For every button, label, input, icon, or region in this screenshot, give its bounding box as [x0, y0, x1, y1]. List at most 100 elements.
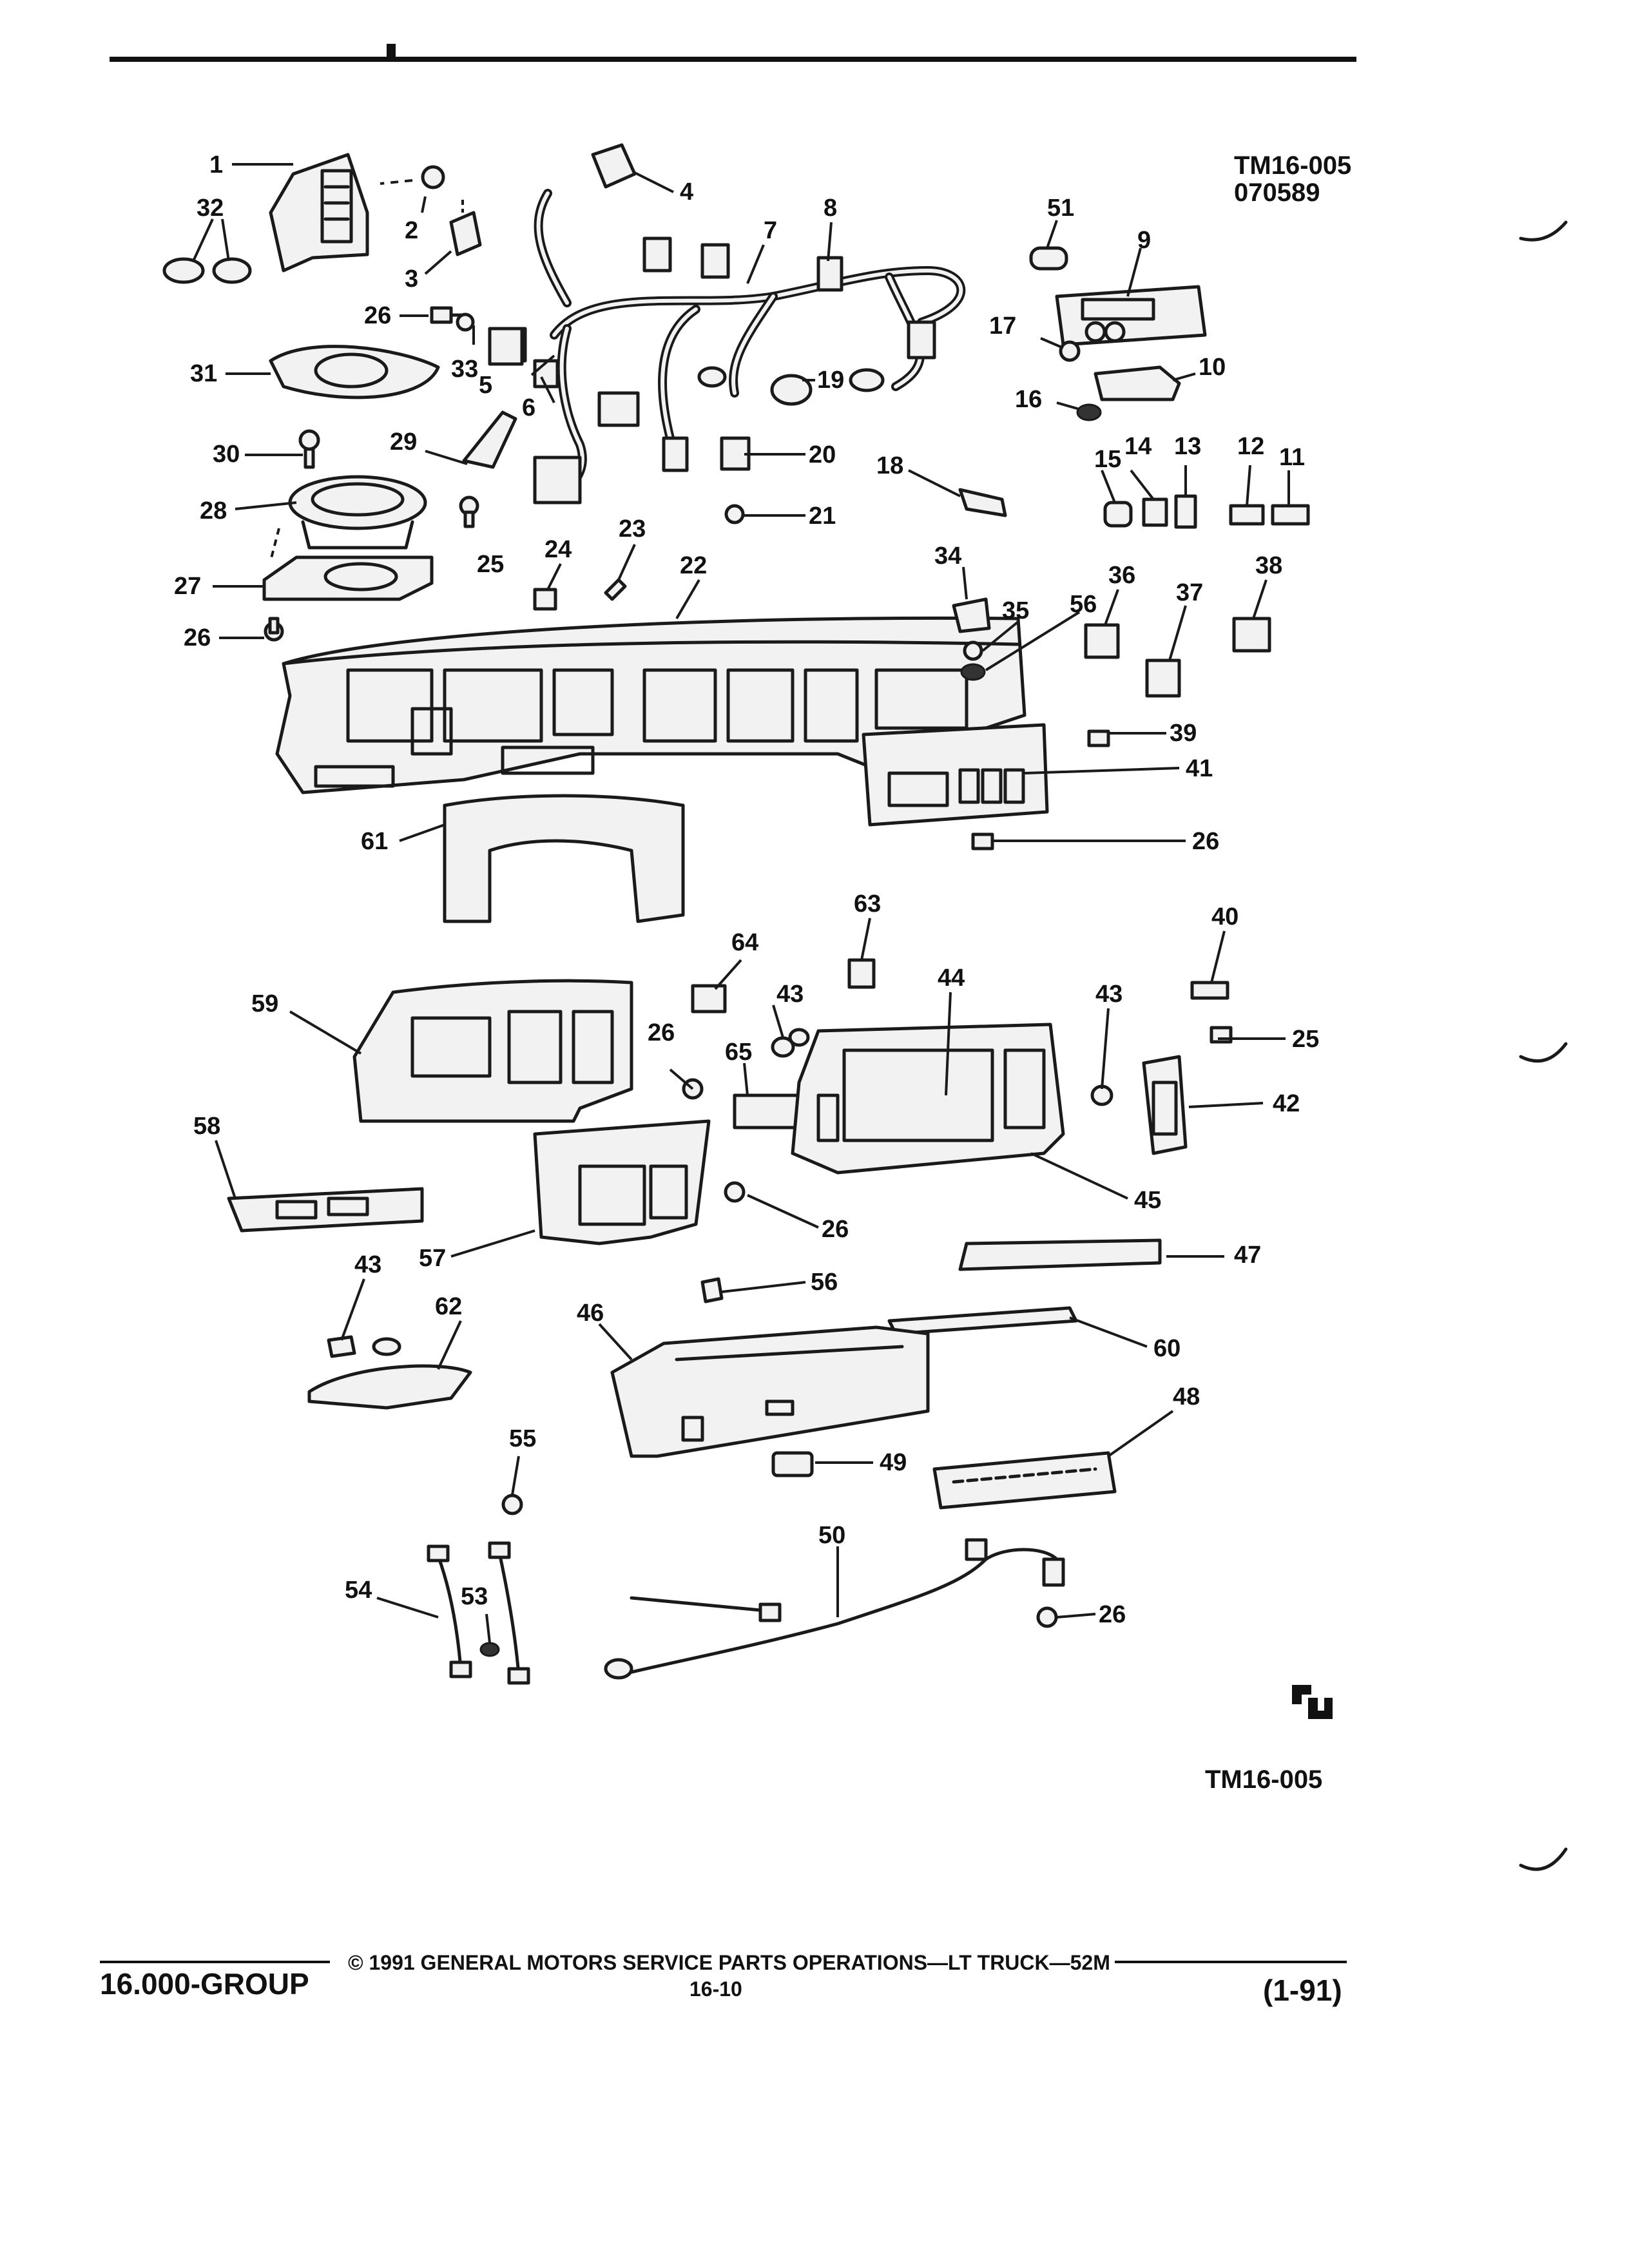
part-48-louver	[932, 1451, 1117, 1510]
callout-33: 33	[451, 356, 478, 383]
footer-revision: (1-91)	[1263, 1974, 1342, 2007]
part-32-clips	[162, 257, 252, 284]
part-59-cluster-housing	[352, 979, 633, 1123]
callout-39: 39	[1170, 720, 1197, 747]
footer-group: 16.000-GROUP	[100, 1967, 309, 2001]
callout-19: 19	[817, 367, 844, 394]
part-61-frame	[443, 794, 685, 923]
part-43-clip	[771, 1036, 795, 1058]
part-53-brace	[479, 1541, 530, 1685]
figure-code-bottom: TM16-005	[1205, 1765, 1322, 1794]
part-49-latch	[771, 1451, 814, 1477]
part-11-socket	[1271, 504, 1310, 526]
callout-34: 34	[934, 543, 961, 570]
callout-57: 57	[419, 1245, 446, 1272]
part-2-screw	[380, 165, 445, 189]
callout-15: 15	[1094, 446, 1121, 473]
callout-56: 56	[811, 1269, 838, 1296]
part-56-clip	[700, 1277, 724, 1303]
callout-16: 16	[1015, 386, 1042, 413]
gm-logo-icon	[1292, 1685, 1333, 1719]
callout-55: 55	[509, 1425, 536, 1452]
part-12-bulb	[1229, 504, 1265, 526]
callout-27: 27	[174, 573, 201, 600]
part-47-trim	[958, 1238, 1162, 1271]
callout-10: 10	[1199, 354, 1226, 381]
callout-2: 2	[405, 217, 418, 244]
part-26-screw	[724, 1181, 746, 1203]
part-29-bracket	[462, 410, 517, 469]
callout-51: 51	[1047, 195, 1074, 222]
part-57-lower-bezel	[533, 1119, 711, 1245]
part-26-screw	[264, 617, 284, 642]
callout-47: 47	[1234, 1242, 1261, 1269]
part-26-screw	[971, 832, 994, 850]
callout-64: 64	[731, 929, 758, 956]
part-43-clip	[372, 1337, 401, 1356]
callout-61: 61	[361, 828, 388, 855]
callout-58: 58	[193, 1113, 220, 1140]
callout-4: 4	[680, 178, 693, 206]
part-60-strip	[887, 1306, 1078, 1336]
part-36-switch	[1084, 623, 1120, 659]
callout-43: 43	[1095, 981, 1123, 1008]
part-28-speaker	[288, 475, 427, 550]
callout-26: 26	[822, 1216, 849, 1243]
part-21-screw	[724, 504, 745, 524]
part-35-screw	[963, 640, 983, 661]
part-6-connector	[533, 359, 559, 389]
part-42-switch-module	[1142, 1055, 1188, 1155]
callout-38: 38	[1255, 552, 1282, 579]
callout-23: 23	[619, 515, 646, 543]
part-34-bracket	[952, 597, 991, 633]
callout-21: 21	[809, 503, 836, 530]
figure-code-top: TM16-005	[1234, 151, 1351, 180]
part-33-screw	[456, 312, 475, 332]
callout-3: 3	[405, 265, 418, 293]
callout-48: 48	[1173, 1383, 1200, 1410]
part-31-speaker-grille	[269, 345, 440, 399]
callout-43: 43	[776, 981, 804, 1008]
part-10-bracket	[1094, 365, 1181, 401]
callout-25: 25	[477, 551, 504, 578]
binder-mark	[1519, 1847, 1568, 1871]
part-7-wiring-harness	[497, 189, 966, 505]
part-24-clip	[533, 588, 557, 611]
part-4-connector	[591, 143, 637, 189]
callout-43: 43	[354, 1251, 381, 1278]
page-footer: 16.000-GROUP © 1991 GENERAL MOTORS SERVI…	[100, 1951, 1347, 2007]
callout-28: 28	[200, 497, 227, 524]
callout-56: 56	[1070, 591, 1097, 618]
part-30-screw	[298, 429, 320, 469]
binder-mark	[1519, 1042, 1568, 1063]
callout-26: 26	[1099, 1601, 1126, 1628]
part-18-sensor	[958, 488, 1007, 517]
callout-50: 50	[818, 1522, 845, 1549]
part-54-brace	[427, 1544, 472, 1678]
callout-11: 11	[1279, 444, 1305, 471]
part-13-switch	[1174, 494, 1197, 529]
part-65-connector	[733, 1093, 807, 1129]
callout-8: 8	[824, 195, 837, 222]
part-58-plate	[227, 1187, 424, 1233]
part-62-cover	[307, 1364, 472, 1410]
part-38-switch	[1232, 617, 1271, 653]
callout-54: 54	[345, 1577, 372, 1604]
callout-26: 26	[648, 1019, 675, 1046]
callout-63: 63	[854, 890, 881, 918]
part-22-instrument-panel	[275, 616, 1027, 794]
part-64-connector	[691, 984, 727, 1014]
callout-44: 44	[938, 965, 965, 992]
callout-13: 13	[1174, 433, 1201, 460]
callout-41: 41	[1186, 755, 1213, 782]
callout-53: 53	[461, 1583, 488, 1610]
part-26-screw	[1036, 1606, 1058, 1628]
part-51-socket	[1029, 246, 1068, 271]
part-23-screw	[604, 578, 627, 601]
part-37-switch	[1145, 658, 1181, 698]
part-5-connector	[488, 327, 524, 366]
callout-9: 9	[1137, 227, 1151, 254]
callout-5: 5	[479, 372, 492, 399]
part-40-bulb	[1190, 981, 1229, 1000]
